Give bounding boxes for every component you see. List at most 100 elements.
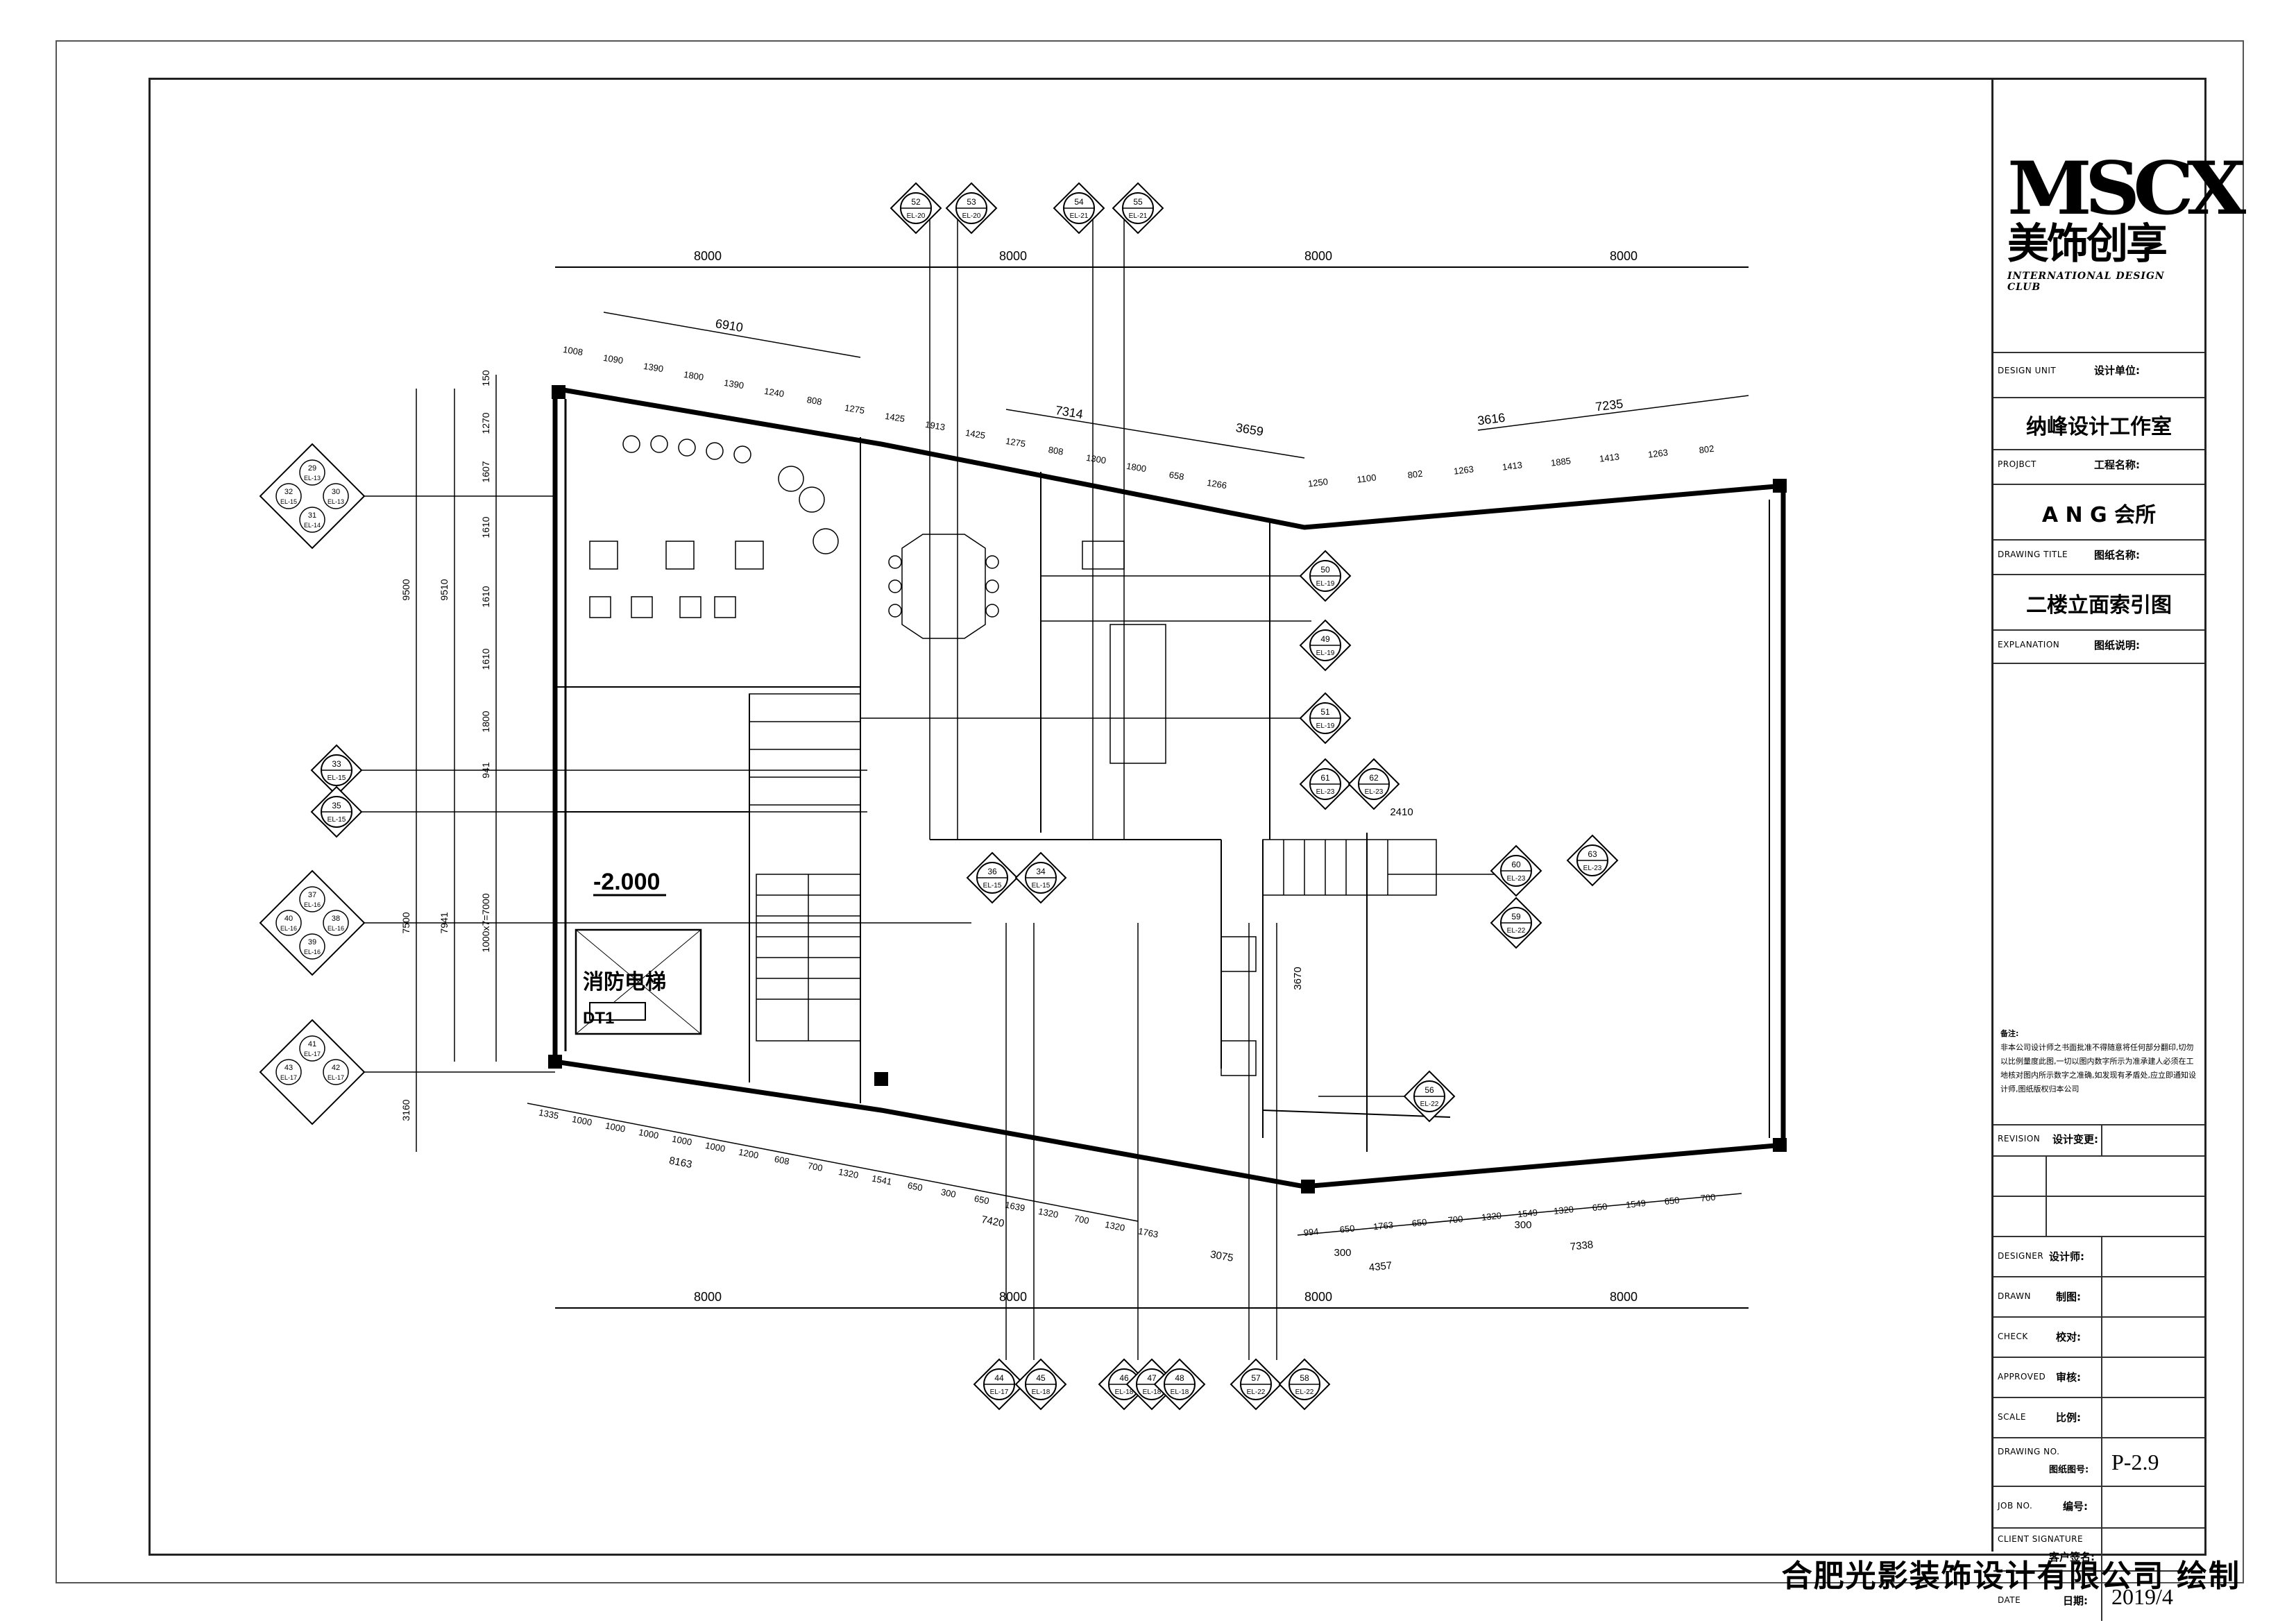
tag-sheet: EL-20 [962,212,981,220]
dimension-row3: 1263 [1647,447,1669,459]
dimension-row3: 1913 [924,419,946,432]
tag-number: 30 [332,488,340,496]
design-unit-en: DESIGN UNIT [1998,366,2057,375]
elevator-code: DT1 [583,1009,614,1028]
dimension-bottom: 8000 [1610,1290,1638,1304]
elevation-tag-cluster [259,869,366,976]
elevation-tag-left [310,785,363,838]
tag-number: 55 [1133,197,1143,207]
tag-sheet: EL-16 [280,925,297,932]
dimension-bottom-row2: 3670 [1292,967,1304,989]
dimension-top: 8000 [1610,249,1638,263]
explanation-cn: 图纸说明: [2094,639,2140,652]
tag-sheet: EL-13 [304,475,321,482]
drawing-no-en: DRAWING NO. [1998,1447,2060,1456]
dimension-bottom-row1: 1320 [1037,1206,1059,1220]
tag-number: 39 [308,938,316,946]
client-en: CLIENT SIGNATURE [1998,1534,2084,1544]
tag-number: 56 [1425,1085,1434,1095]
dimension-bottom-row1: 1320 [1553,1204,1574,1216]
dimension-row3: 1008 [562,344,584,357]
tag-number: 34 [1036,867,1046,876]
elevation-tag-inner [1299,758,1352,810]
tag-number: 42 [332,1064,340,1072]
check-cn: 校对: [2056,1331,2081,1343]
footer-credit: 合肥光影装饰设计有限公司 绘制 [1781,1558,2240,1594]
logo: MSCX 美饰创享 INTERNATIONAL DESIGN CLUB [2007,146,2246,362]
tag-circle [299,1035,325,1062]
tag-sheet: EL-15 [1032,882,1051,890]
elevation-tag-cluster [259,443,366,550]
revision-row: REVISION 设计变更: [1993,1124,2204,1157]
tag-number: 58 [1300,1373,1309,1383]
tag-number: 52 [911,197,921,207]
dimension-bottom-row1: 1549 [1625,1198,1646,1210]
revision-blank-1 [1993,1155,2204,1197]
client-cn: 客户签名: [2049,1551,2095,1563]
dimension-row3: 1240 [763,386,785,399]
elevation-tag-inner [1299,619,1352,672]
revision-blank-2 [1993,1196,2204,1237]
tag-number: 53 [967,197,976,207]
dimension-left: 1610 [480,586,491,607]
tag-sheet: EL-22 [1507,927,1526,935]
dimension-row3: 808 [806,394,823,407]
tag-sheet: EL-23 [1316,788,1335,796]
tag-circle [323,1059,349,1085]
dimension-row3: 1413 [1502,459,1523,472]
tag-number: 49 [1320,634,1330,644]
dimension-row2: 3659 [1235,420,1265,439]
tag-circle [299,459,325,486]
elevation-tag-top [945,182,998,235]
dimension-bottom-row1: 700 [807,1160,824,1173]
explanation-row: EXPLANATION 图纸说明: [1993,629,2204,664]
dimension-bottom-row2: 2410 [1390,806,1413,818]
elevation-tag-inner [1299,692,1352,745]
approved-cn: 审核: [2056,1371,2081,1384]
dimension-left: 1610 [480,648,491,670]
tag-sheet: EL-23 [1583,865,1602,872]
drawing-title-value: 二楼立面索引图 [2026,593,2172,618]
dimension-left: 1000x7=7000 [480,893,491,952]
logo-main: MSCX [2007,146,2246,231]
tag-number: 40 [284,915,293,923]
dimension-bottom-row1: 1200 [738,1146,759,1160]
dimension-left: 9500 [400,579,411,600]
approved-row: APPROVED 审核: [1993,1357,2204,1398]
elevator-label: 消防电梯 [583,970,666,994]
job-no-row: JOB NO. 编号: [1993,1486,2204,1529]
tag-sheet: EL-18 [1115,1388,1134,1396]
tag-sheet: EL-15 [983,882,1002,890]
elevation-tag-inner [966,851,1019,904]
elevation-tag-bottom [973,1358,1026,1411]
dimension-left: 941 [480,762,491,779]
tag-sheet: EL-20 [907,212,926,220]
elevation-tag-inner [1490,897,1542,949]
tag-sheet: EL-22 [1247,1388,1266,1396]
tag-number: 31 [308,511,316,520]
elevation-tag-inner [1014,851,1067,904]
elevation-tag-bottom [1230,1358,1282,1411]
dimension-row2: 6910 [715,316,745,334]
design-unit-cn: 设计单位: [2094,364,2140,377]
drawing-no-value: P-2.9 [2111,1450,2159,1475]
dimension-bottom-row2: 3075 [1209,1248,1234,1264]
design-unit-value-row: 纳峰设计工作室 [1993,397,2204,450]
tag-number: 57 [1251,1373,1261,1383]
dimension-row3: 802 [1699,443,1715,456]
tag-sheet: EL-22 [1420,1101,1439,1108]
tag-sheet: EL-18 [1143,1388,1162,1396]
tag-sheet: EL-13 [328,498,344,505]
dimension-row3: 808 [1048,444,1064,457]
explanation-en: EXPLANATION [1998,640,2060,649]
drawing-title-value-row: 二楼立面索引图 [1993,574,2204,631]
dimension-row3: 1800 [683,369,704,382]
dimension-bottom-row1: 1549 [1517,1207,1538,1220]
notes-title: 备注: [2000,1029,2019,1038]
tag-sheet: EL-15 [328,774,346,782]
tag-sheet: EL-19 [1316,722,1335,730]
design-unit-value: 纳峰设计工作室 [2026,415,2172,439]
tag-sheet: EL-18 [1171,1388,1189,1396]
elevation-tag-inner [1490,844,1542,897]
dimension-bottom-row1: 608 [774,1154,790,1167]
